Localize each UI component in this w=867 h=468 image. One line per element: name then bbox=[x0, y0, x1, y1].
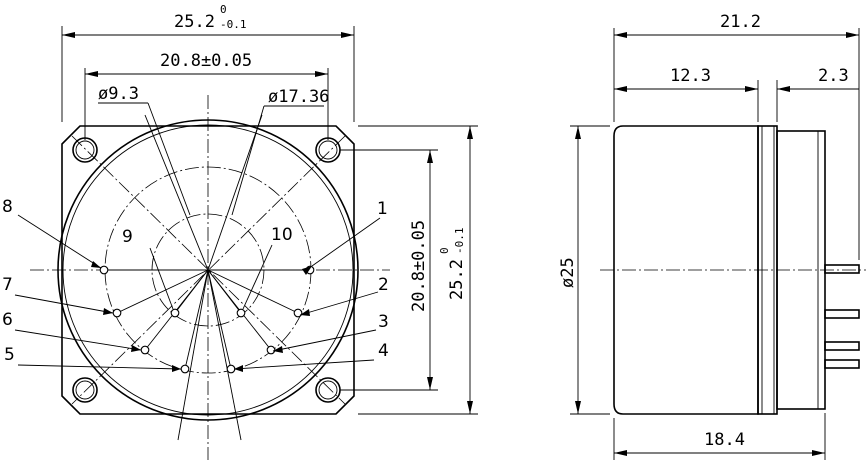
dim-hole-spacing-width: 20.8±0.05 bbox=[84, 51, 329, 140]
dim-overall-length: 21.2 bbox=[613, 12, 860, 260]
pin-label-10: 10 bbox=[271, 225, 293, 245]
inner-circle-diameter-label: ø9.3 bbox=[98, 84, 139, 104]
pin-7 bbox=[112, 308, 122, 318]
pin-label-4: 4 bbox=[378, 341, 389, 361]
dim-overall-width: 25.2 0 -0.1 bbox=[61, 3, 355, 122]
overall-height-lower-tol: -0.1 bbox=[453, 228, 466, 255]
pin-label-3: 3 bbox=[378, 312, 389, 332]
side-pin-4 bbox=[824, 359, 860, 369]
pin-leaders bbox=[14, 214, 381, 372]
mounting-hole-top-left bbox=[72, 137, 98, 163]
hole-spacing-width-label: 20.8±0.05 bbox=[160, 51, 252, 71]
pin-circle-diameter-label: ø17.36 bbox=[268, 87, 329, 107]
diameter-label: ø25 bbox=[558, 257, 578, 288]
overall-width-lower-tol: -0.1 bbox=[220, 18, 247, 31]
overall-height-label: 25.2 bbox=[447, 259, 467, 300]
body-length-label: 18.4 bbox=[704, 430, 745, 450]
dim-pin-circle-diameter: ø17.36 bbox=[231, 87, 329, 216]
side-pins bbox=[824, 264, 860, 369]
flange-outline bbox=[61, 125, 355, 415]
pin-5 bbox=[180, 364, 190, 374]
hole-spacing-height-label: 20.8±0.05 bbox=[409, 220, 429, 312]
diagonal-centerline-2 bbox=[71, 135, 346, 405]
overall-height-upper-tol: 0 bbox=[438, 247, 451, 254]
dim-overall-height: 25.2 0 -0.1 bbox=[358, 125, 478, 415]
pin-10 bbox=[236, 308, 246, 318]
mounting-hole-bottom-left bbox=[72, 377, 98, 403]
dim-hole-spacing-height: 20.8±0.05 bbox=[340, 149, 438, 391]
pin-8 bbox=[99, 265, 109, 275]
front-view: 1 2 3 4 5 6 7 8 9 10 25.2 0 -0.1 20.8±0.… bbox=[2, 3, 478, 460]
pin-6 bbox=[140, 345, 150, 355]
flange-section-label: 2.3 bbox=[818, 66, 849, 86]
pin-label-8: 8 bbox=[2, 197, 13, 217]
mounting-hole-bottom-right bbox=[315, 377, 341, 403]
body-section-label: 12.3 bbox=[670, 66, 711, 86]
side-pin-3 bbox=[824, 341, 860, 351]
dim-body-section: 12.3 bbox=[614, 66, 778, 122]
dim-diameter: ø25 bbox=[558, 125, 610, 415]
overall-width-label: 25.2 bbox=[174, 12, 215, 32]
side-pin-2 bbox=[824, 309, 860, 319]
dim-body-length: 18.4 bbox=[613, 413, 826, 460]
mounting-hole-top-right bbox=[315, 137, 341, 163]
pin-label-7: 7 bbox=[2, 275, 13, 295]
pin-9 bbox=[170, 308, 180, 318]
pin-label-6: 6 bbox=[2, 310, 13, 330]
pin-label-2: 2 bbox=[378, 275, 389, 295]
overall-length-label: 21.2 bbox=[720, 12, 761, 32]
pin-3 bbox=[266, 345, 276, 355]
radial-lines bbox=[104, 114, 310, 441]
dim-inner-diameter: ø9.3 bbox=[98, 84, 191, 216]
pin-2 bbox=[293, 308, 303, 318]
pin-label-1: 1 bbox=[377, 199, 388, 219]
pin-label-5: 5 bbox=[4, 345, 15, 365]
pins bbox=[99, 265, 315, 374]
diagonal-centerline-1 bbox=[71, 135, 346, 405]
overall-width-upper-tol: 0 bbox=[220, 3, 227, 16]
pin-4 bbox=[226, 364, 236, 374]
pin-label-9: 9 bbox=[122, 227, 133, 247]
side-body bbox=[613, 125, 759, 415]
dim-flange-section: 2.3 bbox=[777, 66, 859, 92]
side-view: 21.2 12.3 2.3 ø25 bbox=[558, 12, 866, 460]
side-pin-1 bbox=[824, 264, 860, 274]
